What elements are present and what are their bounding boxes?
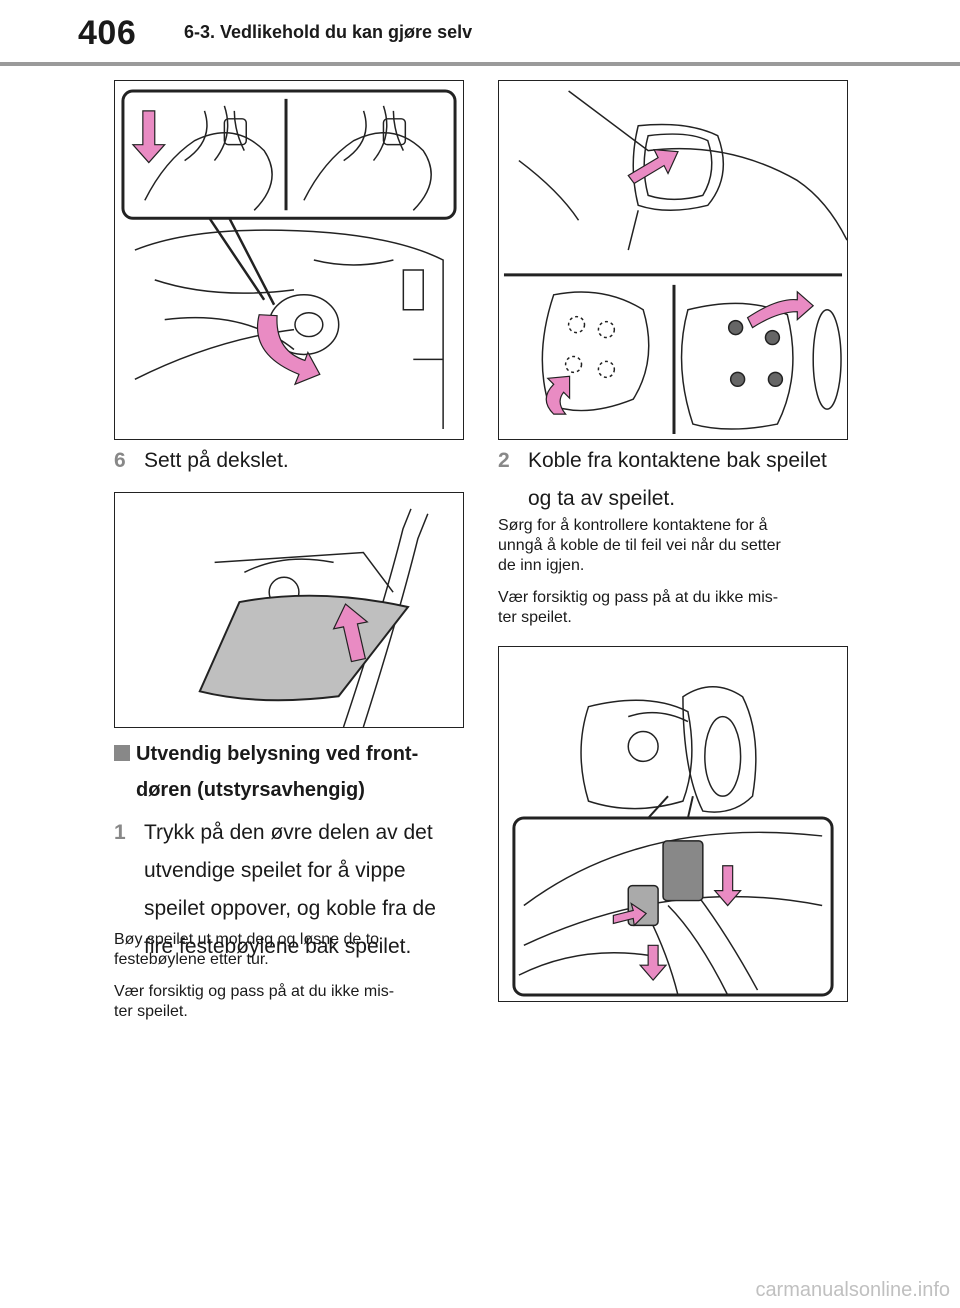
connectors-illustration <box>512 686 834 997</box>
figure-bulb-socket <box>114 80 464 440</box>
note-line: unngå å koble de til feil vei når du set… <box>498 537 781 554</box>
note-paragraph: Sørg for å kontrollere kontaktene for å … <box>498 516 848 576</box>
note-line: Bøy speilet ut mot deg og løsne de to <box>114 931 380 948</box>
section-heading: Utvendig belysning ved front- døren (uts… <box>114 736 464 808</box>
heading-line-2: døren (utstyrsavhengig) <box>136 779 365 801</box>
note-line: de inn igjen. <box>498 557 585 574</box>
step-number: 1 <box>114 821 126 844</box>
step-6: 6 Sett på dekslet. <box>114 442 464 480</box>
step-2: 2 Koble fra kontaktene bak speilet og ta… <box>498 442 848 518</box>
note-line: Vær forsiktig og pass på at du ikke mis- <box>498 589 779 606</box>
step-text-line-1: Trykk på den øvre delen av det <box>144 821 433 844</box>
note-line: Sørg for å kontrollere kontaktene for å <box>498 517 768 534</box>
heading-line-1: Utvendig belysning ved front- <box>136 743 419 765</box>
note-line: ter speilet. <box>114 1003 188 1020</box>
note-paragraph: Vær forsiktig og pass på at du ikke mis-… <box>114 982 464 1022</box>
mirror-clips-illustration <box>503 90 847 434</box>
note-line: ter speilet. <box>498 609 572 626</box>
step-text-line-2: og ta av speilet. <box>528 487 676 510</box>
step-text: Sett på dekslet. <box>144 449 289 472</box>
step-number: 2 <box>498 449 510 472</box>
figure-connectors <box>498 646 848 1002</box>
pink-arrow-icon <box>332 603 369 663</box>
bulb-socket-illustration <box>121 89 457 430</box>
note-line: festebøylene etter tur. <box>114 951 269 968</box>
section-title: 6-3. Vedlikehold du kan gjøre selv <box>184 22 473 42</box>
pink-arrow-icon <box>131 110 321 386</box>
figure-cover-install <box>114 492 464 728</box>
step-text-line-3: speilet oppover, og koble fra de <box>144 897 436 920</box>
page-number: 406 <box>78 14 137 52</box>
pink-arrow-icon <box>545 148 815 415</box>
cover-install-illustration <box>198 508 429 727</box>
note-paragraph: Bøy speilet ut mot deg og løsne de to fe… <box>114 930 464 970</box>
step-text-line-2: utvendige speilet for å vippe <box>144 859 406 882</box>
step-1: 1 Trykk på den øvre delen av det utvendi… <box>114 814 464 966</box>
pink-arrow-icon <box>612 865 742 982</box>
header-divider <box>0 62 960 66</box>
watermark: carmanualsonline.info <box>755 1279 950 1301</box>
step-text-line-1: Koble fra kontaktene bak speilet <box>528 449 827 472</box>
step-number: 6 <box>114 449 126 472</box>
note-paragraph: Vær forsiktig og pass på at du ikke mis-… <box>498 588 848 628</box>
heading-square-icon <box>114 745 130 761</box>
figure-mirror-removal <box>498 80 848 440</box>
note-line: Vær forsiktig og pass på at du ikke mis- <box>114 983 395 1000</box>
connector-block <box>662 840 704 902</box>
step-text-line-4: fire festebøylene bak speilet. <box>144 935 412 958</box>
